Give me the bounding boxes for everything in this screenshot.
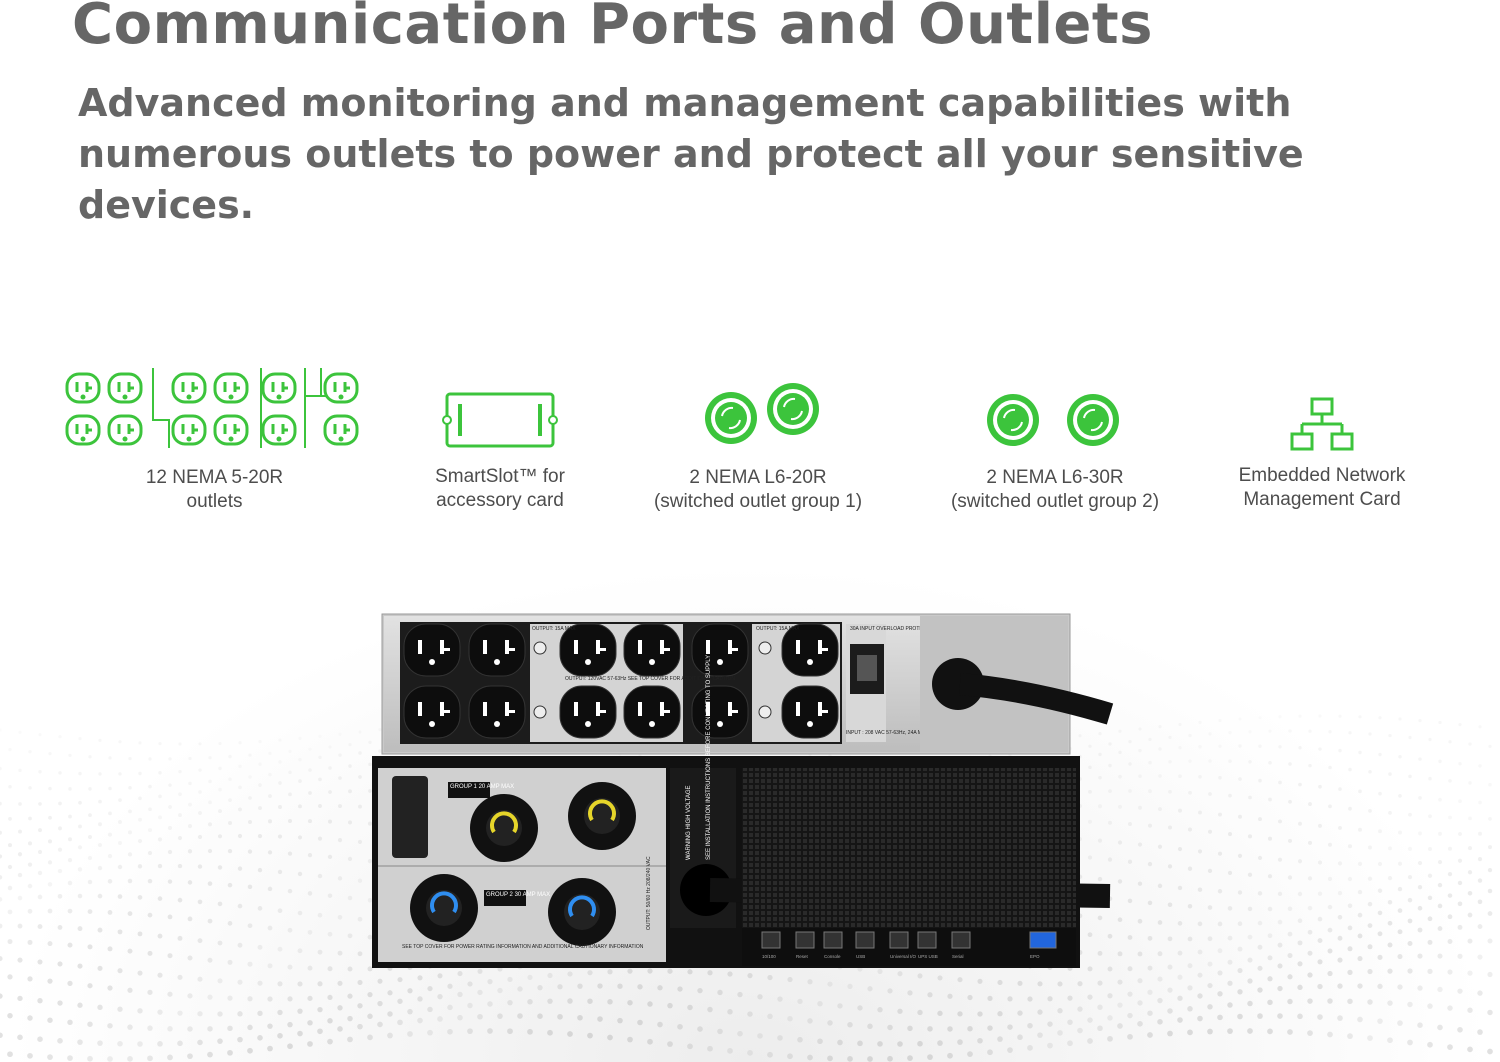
- feature-nema-5-20r: 12 NEMA 5-20R outlets: [62, 368, 367, 514]
- ups-group1-label: GROUP 1 20 AMP MAX: [450, 784, 514, 790]
- feature-label-line1: 2 NEMA L6-30R: [986, 467, 1124, 488]
- pdu-breaker-button-2[interactable]: [533, 705, 547, 719]
- pdu-nema-outlet[interactable]: [691, 623, 749, 677]
- nema-5-20r-outlet-icon: [107, 372, 142, 404]
- nema-5-20r-outlet-icon: [323, 414, 358, 446]
- ups-output-rating: OUTPUT: 50/60 Hz 208/240 VAC: [646, 856, 652, 930]
- pdu-nema-outlet[interactable]: [403, 685, 461, 739]
- svg-text:Reset: Reset: [796, 954, 809, 959]
- pdu-input-protector-label: 30A INPUT OVERLOAD PROTECTOR: [850, 626, 937, 632]
- network-icon: [1290, 397, 1354, 451]
- page-title: Communication Ports and Outlets: [72, 0, 1153, 57]
- ups-warning-label: WARNING HIGH VOLTAGE: [686, 785, 692, 860]
- svg-text:EPO: EPO: [1030, 954, 1040, 959]
- feature-label-line1: 12 NEMA 5-20R: [145, 467, 284, 488]
- pdu-breaker-button-right-2[interactable]: [758, 705, 772, 719]
- pdu-nema-outlet[interactable]: [691, 685, 749, 739]
- ups-unit: GROUP 1 20 AMP MAX GROUP 2 30 AMP MAX SE…: [372, 655, 1111, 968]
- svg-text:UPS USB: UPS USB: [918, 954, 938, 959]
- nema-5-20r-outlets-icon: [65, 368, 358, 448]
- pdu-output-center-label: OUTPUT: 120VAC 57-63Hz SEE TOP COVER FOR…: [565, 676, 735, 682]
- svg-text:Universal I/O: Universal I/O: [890, 954, 917, 959]
- svg-text:Console: Console: [824, 954, 841, 959]
- nema-5-20r-outlet-icon: [65, 372, 100, 404]
- feature-nema-l6-20r: 2 NEMA L6-20R (switched outlet group 1): [628, 380, 888, 514]
- pdu-nema-outlet[interactable]: [559, 685, 617, 739]
- feature-label-line2: outlets: [186, 491, 243, 512]
- feature-label-line1: 2 NEMA L6-20R: [689, 467, 827, 488]
- ups-port-universal-i-o[interactable]: Universal I/O: [889, 931, 917, 959]
- pdu-nema-outlet[interactable]: [403, 623, 461, 677]
- ups-l6-20r-receptacles: [470, 782, 636, 862]
- nema-5-20r-outlet-icon: [261, 414, 296, 446]
- smartslot-icon: [442, 392, 558, 448]
- pdu-breaker-button[interactable]: [533, 641, 547, 655]
- feature-network-card: Embedded Network Management Card: [1212, 396, 1432, 512]
- ups-device-rear-view: OUTPUT: 15A MAX OUTPUT: 120VAC 57-63Hz S…: [370, 610, 1130, 985]
- pdu-nema-outlet[interactable]: [559, 623, 617, 677]
- ups-power-cord: [680, 864, 732, 916]
- page-subtitle: Advanced monitoring and management capab…: [78, 81, 1304, 227]
- ups-port-epo[interactable]: EPO: [1029, 931, 1057, 959]
- nema-5-20r-outlet-icon: [323, 372, 358, 404]
- feature-label-line2: (switched outlet group 2): [950, 491, 1160, 512]
- feature-nema-l6-30r: 2 NEMA L6-30R (switched outlet group 2): [925, 390, 1185, 514]
- svg-text:10/100: 10/100: [762, 954, 776, 959]
- pdu-nema-outlet[interactable]: [623, 623, 681, 677]
- pdu-nema-outlet[interactable]: [468, 685, 526, 739]
- svg-text:Serial: Serial: [952, 954, 964, 959]
- ups-group1-breaker[interactable]: [392, 776, 428, 858]
- pdu-output-label-right: OUTPUT: 15A MAX: [756, 626, 800, 632]
- nema-5-20r-outlet-icon: [107, 414, 142, 446]
- ups-port-serial[interactable]: Serial: [951, 931, 971, 959]
- ups-port-console[interactable]: Console: [823, 931, 843, 959]
- feature-label-line2: accessory card: [436, 490, 564, 511]
- feature-label-line1: Embedded Network: [1238, 465, 1406, 486]
- pdu-unit: OUTPUT: 15A MAX OUTPUT: 120VAC 57-63Hz S…: [381, 613, 1114, 755]
- nema-l6-20r-icon: [705, 383, 819, 444]
- ups-port-10-100[interactable]: 10/100: [761, 931, 781, 959]
- pdu-output-label: OUTPUT: 15A MAX: [532, 626, 576, 632]
- pdu-breaker-button-right[interactable]: [758, 641, 772, 655]
- feature-label-line2: (switched outlet group 1): [653, 491, 863, 512]
- ups-l6-30r-receptacles: [410, 874, 616, 946]
- ups-group2-label: GROUP 2 30 AMP MAX: [486, 892, 550, 898]
- pdu-power-cord: [932, 658, 984, 710]
- pdu-input-breaker[interactable]: [857, 655, 877, 681]
- feature-smartslot: SmartSlot™ for accessory card: [400, 388, 600, 513]
- ups-install-label: SEE INSTALLATION INSTRUCTIONS BEFORE CON…: [706, 655, 712, 860]
- ups-top-cover-note: SEE TOP COVER FOR POWER RATING INFORMATI…: [402, 944, 644, 950]
- pdu-nema-outlet[interactable]: [781, 623, 839, 677]
- feature-label-line1: SmartSlot™ for: [435, 466, 565, 487]
- nema-5-20r-outlet-icon: [171, 372, 206, 404]
- nema-5-20r-outlet-icon: [213, 372, 248, 404]
- svg-text:USB: USB: [856, 954, 865, 959]
- ups-port-reset[interactable]: Reset: [795, 931, 815, 959]
- nema-5-20r-outlet-icon: [171, 414, 206, 446]
- nema-5-20r-outlet-icon: [261, 372, 296, 404]
- ups-port-usb[interactable]: USB: [855, 931, 875, 959]
- feature-label-line2: Management Card: [1243, 489, 1401, 510]
- nema-5-20r-outlet-icon: [65, 414, 100, 446]
- pdu-nema-outlet[interactable]: [468, 623, 526, 677]
- pdu-input-label: INPUT : 208 VAC 57-63Hz, 24A MAX: [846, 730, 929, 736]
- pdu-nema-outlet[interactable]: [781, 685, 839, 739]
- ups-port-ups-usb[interactable]: UPS USB: [917, 931, 938, 959]
- nema-5-20r-outlet-icon: [213, 414, 248, 446]
- nema-l6-30r-icon: [987, 394, 1119, 446]
- pdu-nema-outlet[interactable]: [623, 685, 681, 739]
